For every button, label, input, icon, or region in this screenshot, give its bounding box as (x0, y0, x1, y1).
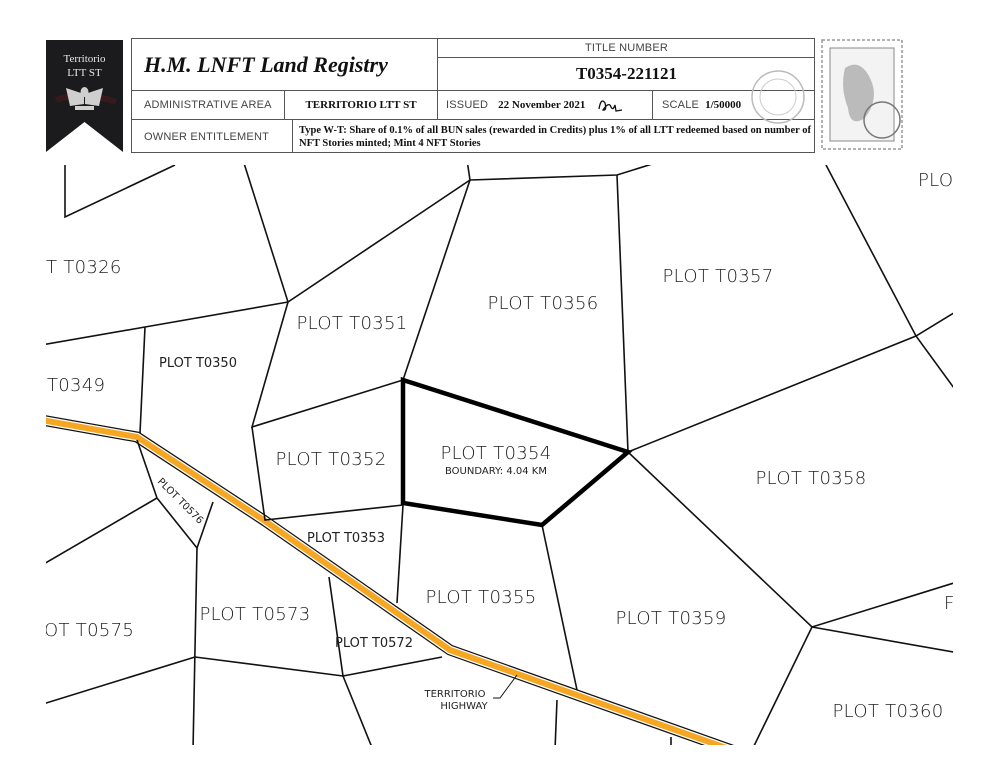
admin-area-value: TERRITORIO LTT ST (305, 99, 417, 111)
plot-label-top-right[interactable]: PLO (918, 170, 953, 191)
plot-label-t0572[interactable]: PLOT T0572 (335, 636, 413, 651)
registry-header: H.M. LNFT Land Registry TITLE NUMBER T03… (131, 38, 815, 153)
registry-title: H.M. LNFT Land Registry (144, 51, 388, 77)
badge-line1: Territorio (64, 53, 106, 65)
plot-label-t0356[interactable]: PLOT T0356 (488, 293, 599, 314)
land-map: T T0326 T0349 PLOT T0350 PLOT T0351 PLOT… (44, 165, 955, 745)
selected-plot-boundary[interactable] (400, 376, 633, 528)
postage-stamp (820, 38, 904, 151)
plot-label-t0326[interactable]: T T0326 (46, 257, 122, 278)
plot-label-t0357[interactable]: PLOT T0357 (663, 266, 774, 287)
issued-label: ISSUED (446, 99, 489, 111)
plot-boundaries (46, 165, 953, 745)
plot-label-t0350[interactable]: PLOT T0350 (159, 356, 237, 371)
scale-label: SCALE (662, 99, 700, 111)
plot-label-t0573[interactable]: PLOT T0573 (200, 604, 311, 625)
badge-line2: LTT ST (67, 67, 102, 79)
plot-label-t0359[interactable]: PLOT T0359 (616, 608, 727, 629)
plot-label-t0358[interactable]: PLOT T0358 (756, 468, 867, 489)
road-territorio-highway (46, 415, 735, 745)
owner-entitlement-label: OWNER ENTITLEMENT (144, 130, 270, 143)
official-seal-icon (751, 70, 805, 124)
plot-label-t0349[interactable]: T0349 (47, 375, 105, 396)
title-number: T0354-221121 (575, 64, 678, 83)
plot-label-right[interactable]: F (944, 593, 955, 614)
plot-label-t0355[interactable]: PLOT T0355 (426, 587, 537, 608)
issued-value: 22 November 2021 (498, 99, 586, 111)
signature-icon (598, 100, 623, 112)
title-number-label: TITLE NUMBER (584, 42, 669, 54)
eagle-icon (66, 87, 103, 110)
plot-label-t0352[interactable]: PLOT T0352 (276, 449, 387, 470)
admin-area-label: ADMINISTRATIVE AREA (144, 99, 272, 111)
plot-label-t0354[interactable]: PLOT T0354 (441, 443, 552, 464)
road-label-line1: TERRITORIO (423, 689, 485, 700)
plot-label-t0353[interactable]: PLOT T0353 (307, 531, 385, 546)
road-label-line2: HIGHWAY (440, 701, 488, 712)
plot-label-t0575[interactable]: OT T0575 (44, 620, 134, 641)
territory-badge: Territorio LTT ST (46, 40, 123, 152)
owner-entitlement-value: Type W-T: Share of 0.1% of all BUN sales… (299, 124, 812, 149)
scale-value: 1/50000 (705, 99, 742, 111)
plot-label-t0576[interactable]: PLOT T0576 (155, 476, 205, 526)
plot-label-t0360[interactable]: PLOT T0360 (833, 701, 944, 722)
plot-boundary-length: BOUNDARY: 4.04 KM (445, 466, 547, 477)
plot-label-t0351[interactable]: PLOT T0351 (297, 313, 408, 334)
